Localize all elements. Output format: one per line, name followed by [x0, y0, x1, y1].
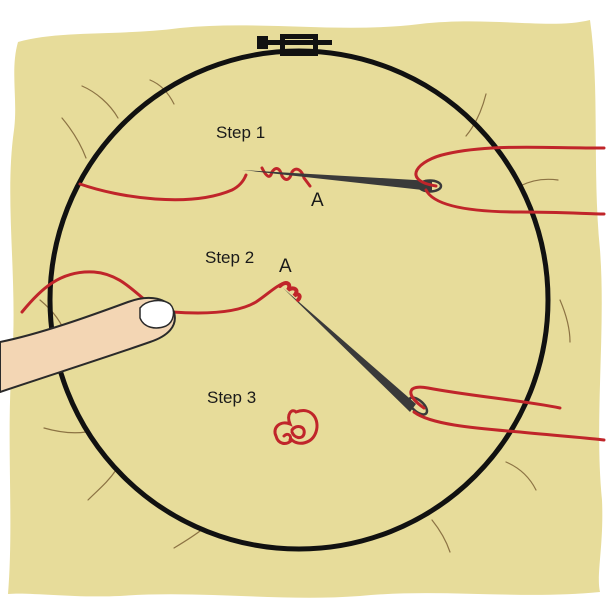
step1-thread-right [414, 145, 606, 188]
fabric-fibers [39, 79, 571, 553]
step1-thread-left [78, 173, 248, 202]
step1-point-a-label: A [311, 190, 324, 211]
step2-label: Step 2 [205, 248, 254, 267]
french-knot-icon [273, 409, 319, 445]
step3-label: Step 3 [207, 388, 256, 407]
step2-thread-right-lower [412, 410, 606, 442]
step2-illustration [20, 270, 606, 442]
hoop-screw [257, 34, 332, 56]
step1-thread-wraps [260, 166, 312, 188]
finger-icon [0, 296, 176, 394]
step2-thread-wraps [278, 281, 302, 302]
step2-point-a-label: A [279, 256, 292, 277]
needle-icon [242, 170, 443, 193]
step2-needle-icon [283, 288, 429, 416]
step1-illustration [78, 145, 606, 216]
step2-thread-left [20, 270, 152, 314]
step2-thread-right [409, 385, 562, 410]
step1-thread-right-lower [424, 188, 606, 216]
step1-label: Step 1 [216, 123, 265, 142]
step2-thread-middle [170, 282, 284, 315]
